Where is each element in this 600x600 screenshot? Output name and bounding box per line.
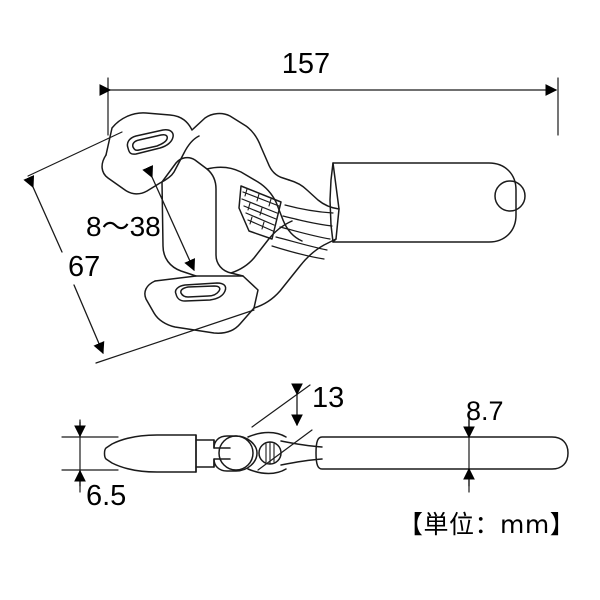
plan-body-block <box>213 435 258 472</box>
plan-handle-outline <box>315 436 569 470</box>
lower-jaw-outline <box>144 280 255 334</box>
dimension-label-jaw-width: 13 <box>312 382 345 414</box>
dimension-6-5 <box>61 419 119 493</box>
plan-jaw-fork <box>195 439 231 468</box>
dimension-67 <box>23 131 255 364</box>
dimension-label-jaw-opening: 8～38 <box>86 211 161 242</box>
wrench-head-shoulder <box>206 166 303 242</box>
dim-line-67-lower <box>73 284 105 355</box>
wrench-head-back-contour <box>288 179 340 210</box>
ext-line-67-bottom <box>95 309 255 364</box>
ext-line-13-top <box>251 384 311 428</box>
ext-line-67-top <box>27 131 123 177</box>
dim-line-8-38 <box>142 164 195 272</box>
upper-jaw-outline <box>105 112 290 181</box>
upper-jaw-slot-inner <box>132 134 168 151</box>
dimension-8-38 <box>142 164 195 272</box>
wrench-side-view <box>101 112 526 334</box>
dimension-label-overall-length: 157 <box>281 48 331 80</box>
dimension-label-handle-width: 8.7 <box>466 396 504 426</box>
dimension-157 <box>99 77 559 136</box>
dim-line-67-upper <box>23 175 63 253</box>
plan-body-bulge-top <box>247 431 287 438</box>
plan-pivot-hole <box>218 435 254 471</box>
plan-jaw-taper <box>103 434 197 473</box>
upper-jaw-slot-outer <box>126 129 174 155</box>
adjuster-housing <box>238 185 282 240</box>
handle-neck-junction <box>332 162 340 243</box>
lower-jaw-slot-inner <box>180 285 221 298</box>
lower-jaw-top-edge <box>154 275 259 309</box>
wrench-head-lower-shoulder <box>230 220 293 274</box>
plan-neck <box>280 440 323 466</box>
unit-note: 【単位：mm】 <box>398 510 576 539</box>
dimension-13 <box>251 383 313 471</box>
movable-jaw-outline <box>161 156 244 277</box>
dimension-label-jaw-thickness: 6.5 <box>86 480 127 512</box>
ext-line-13-bottom <box>257 429 313 471</box>
upper-jaw-inner-face <box>101 135 200 195</box>
adjuster-knurl-ticks <box>244 188 272 230</box>
plan-adjuster-ribs <box>265 441 275 465</box>
adjuster-knurl-lines <box>241 191 280 232</box>
lower-jaw-slot-outer <box>174 282 227 302</box>
handle-neck-lines <box>271 204 334 260</box>
handle-hanging-hole <box>494 180 526 212</box>
wrench-plan-view <box>103 431 569 475</box>
dimension-label-overall-height: 67 <box>68 251 101 283</box>
plan-body-bulge-bottom <box>247 468 287 475</box>
handle-outline <box>329 162 517 243</box>
